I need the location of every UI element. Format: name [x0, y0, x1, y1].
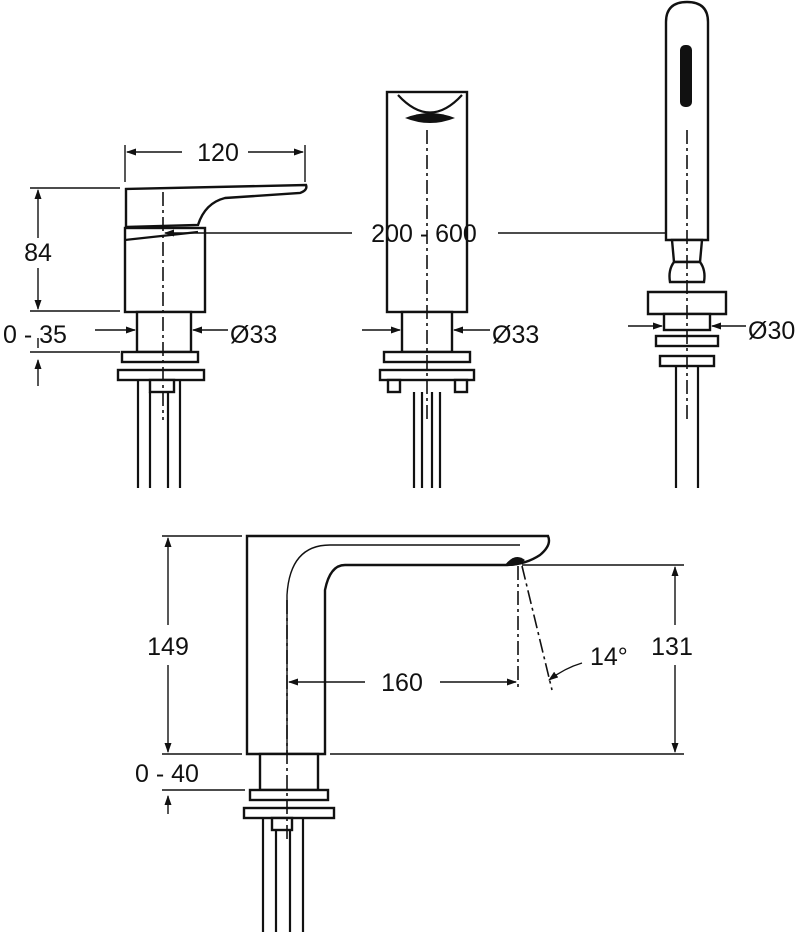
lever-deck-range-label: 0 - 35 — [3, 321, 67, 349]
lever-width-label: 120 — [197, 139, 239, 167]
tall-spout-angle-label: 14° — [590, 643, 628, 671]
hose-range-dimension: 200 - 600 — [164, 220, 684, 248]
handshower-diameter-label: Ø30 — [748, 317, 795, 345]
spout-diameter-label: Ø33 — [492, 321, 539, 349]
handshower-view: Ø30 — [628, 0, 795, 488]
hose-range-label: 200 - 600 — [371, 220, 477, 248]
tall-spout-height-label: 149 — [147, 633, 189, 661]
tall-spout-reach-label: 160 — [381, 669, 423, 697]
tall-spout-outlet-height-label: 131 — [651, 633, 693, 661]
lever-diameter-label: Ø33 — [230, 321, 277, 349]
tall-spout-view: 149 0 - 40 160 14° 131 — [135, 534, 693, 932]
lever-mixer-view: 120 84 0 - 35 Ø33 — [3, 139, 308, 488]
spout-view: Ø33 — [362, 90, 539, 488]
lever-height-label: 84 — [24, 239, 52, 267]
tall-spout-deck-range-label: 0 - 40 — [135, 760, 199, 788]
